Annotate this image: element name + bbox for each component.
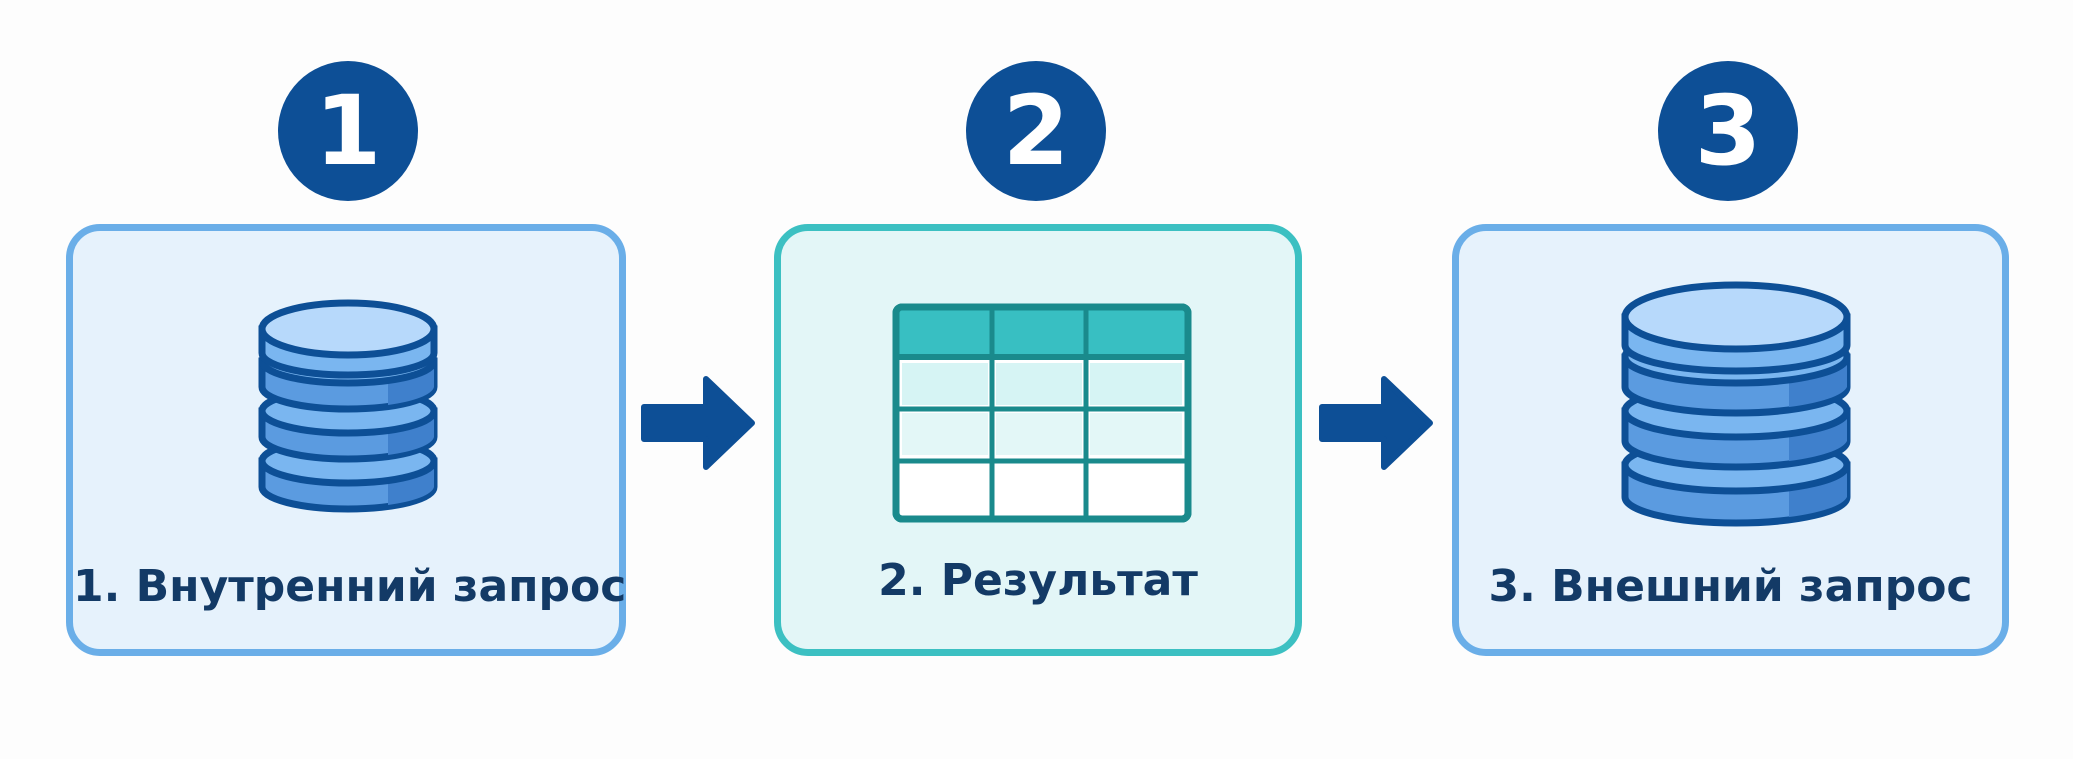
arrow-right-icon <box>641 376 755 470</box>
step-2-badge: 2 <box>966 61 1106 201</box>
step-1-number: 1 <box>314 75 382 187</box>
step-1-badge: 1 <box>278 61 418 201</box>
step-3-badge: 3 <box>1658 61 1798 201</box>
step-2-number: 2 <box>1002 75 1070 187</box>
table-icon <box>892 303 1192 523</box>
step-3-card: 3. Внешний запрос <box>1452 224 2009 656</box>
step-3-number: 3 <box>1694 75 1762 187</box>
database-icon <box>258 299 438 513</box>
step-3-label: 3. Внешний запрос <box>1488 561 1973 612</box>
arrow-right-icon <box>1319 376 1433 470</box>
step-1-label: 1. Внутренний запрос <box>73 561 627 612</box>
step-2-card: 2. Результат <box>774 224 1302 656</box>
step-1-card: 1. Внутренний запрос <box>66 224 626 656</box>
database-icon <box>1621 281 1851 527</box>
step-2-label: 2. Результат <box>878 555 1198 606</box>
